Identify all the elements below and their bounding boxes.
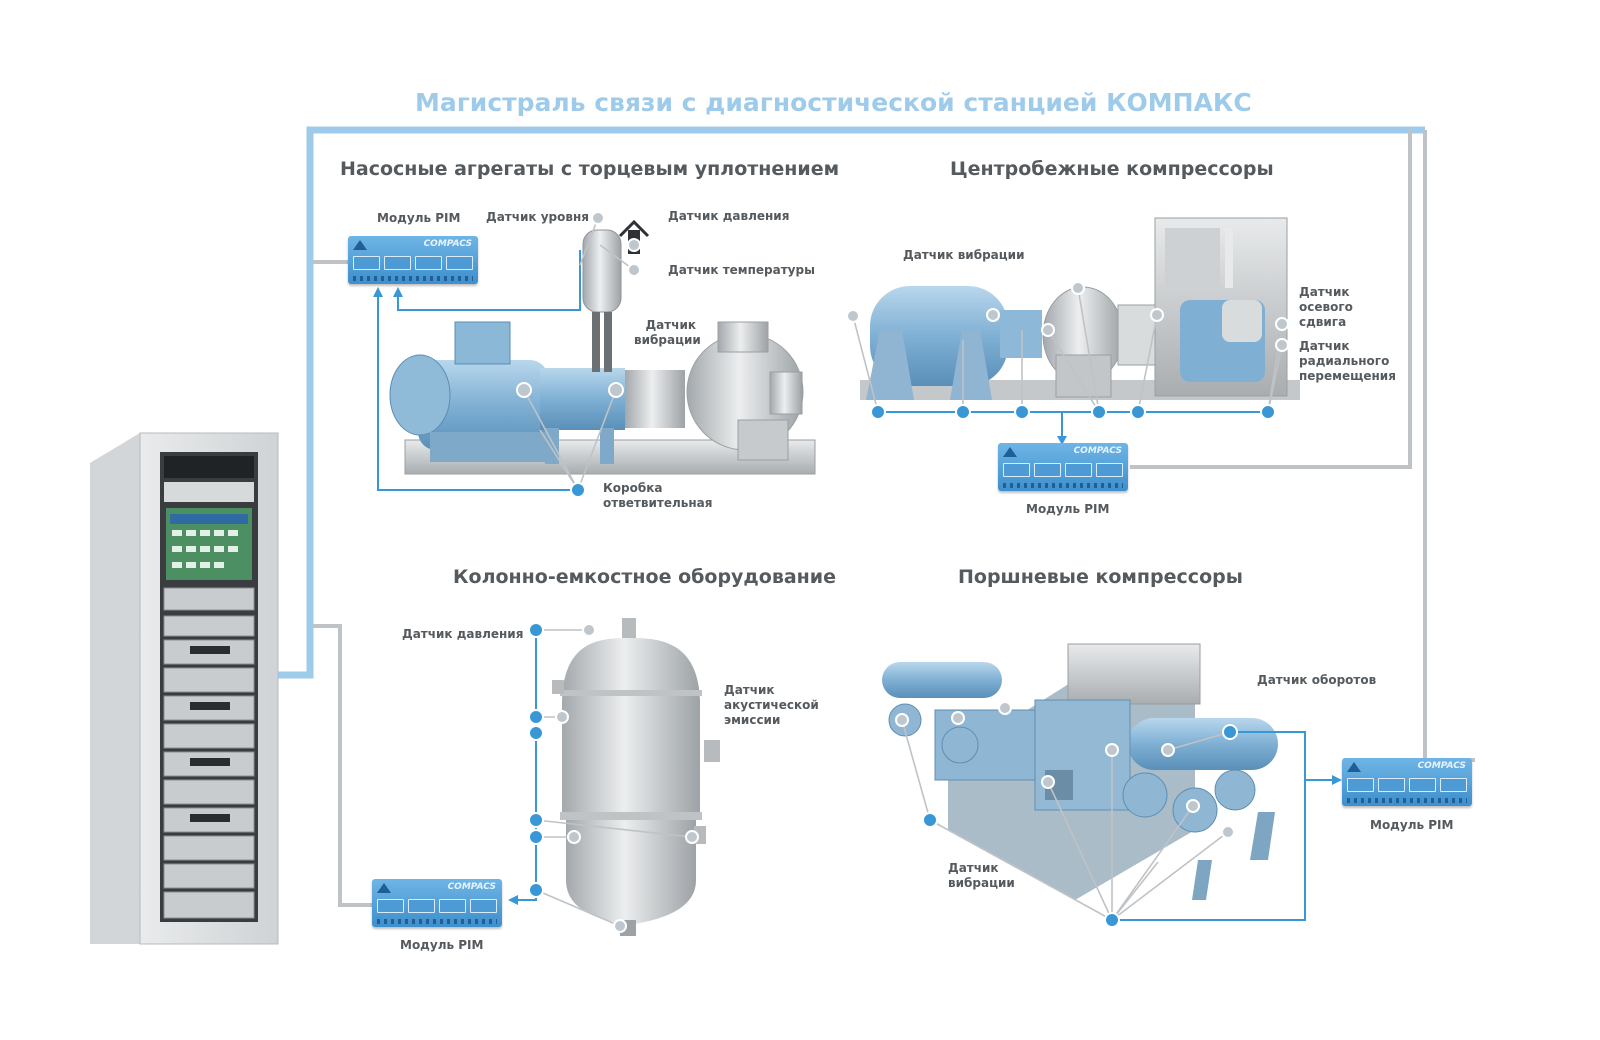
label-pressure-sensor-pumps: Датчик давления [668, 209, 790, 223]
label-speed-sensor: Датчик оборотов [1257, 673, 1377, 687]
compacs-logo-icon [377, 883, 391, 893]
centrifugal-compressor [860, 217, 1300, 400]
diagram-title: Магистраль связи с диагностической станц… [415, 88, 1252, 117]
main-bus-line [278, 126, 1425, 679]
label-vibration-sensor-pumps: Датчик вибрации [634, 318, 701, 347]
sensor-leaders [523, 217, 1283, 927]
label-pim-columns: Модуль PIM [400, 938, 484, 952]
compacs-logo-icon [1347, 762, 1361, 772]
section-title-pumps: Насосные агрегаты с торцевым уплотнением [340, 158, 840, 180]
pim-module-pumps: COMPACS [348, 236, 478, 284]
pim-brand: COMPACS [447, 882, 496, 892]
connector-lines [313, 130, 1475, 907]
pim-brand: COMPACS [1073, 446, 1122, 456]
junction-points [528, 404, 1276, 928]
signal-arrows [373, 287, 1342, 905]
pump-unit [389, 219, 816, 475]
label-junction-box: Коробка ответвительная [603, 481, 713, 510]
label-pressure-sensor-columns: Датчик давления [402, 627, 524, 641]
label-acoustic-emission-sensor: Датчик акустической эмиссии [724, 683, 819, 727]
section-title-piston: Поршневые компрессоры [958, 566, 1243, 588]
label-radial-displacement-sensor: Датчик радиального перемещения [1299, 339, 1396, 383]
label-axial-shift-sensor: Датчик осевого сдвига [1299, 285, 1353, 329]
column-vessel [552, 618, 720, 936]
compacs-server-rack [90, 432, 279, 945]
pim-brand: COMPACS [423, 239, 472, 249]
label-vibration-sensor-centrifugal: Датчик вибрации [903, 248, 1025, 262]
label-pim-piston: Модуль PIM [1370, 818, 1454, 832]
section-title-centrifugal: Центробежные компрессоры [950, 158, 1274, 180]
compacs-logo-icon [1003, 447, 1017, 457]
pim-module-centrifugal: COMPACS [998, 443, 1128, 491]
label-temperature-sensor: Датчик температуры [668, 263, 815, 277]
label-pim-pumps: Модуль PIM [377, 211, 461, 225]
label-pim-centrifugal: Модуль PIM [1026, 502, 1110, 516]
pim-module-columns: COMPACS [372, 879, 502, 927]
piston-compressor [882, 643, 1278, 900]
pim-brand: COMPACS [1417, 761, 1466, 771]
compacs-logo-icon [353, 240, 367, 250]
signal-lines [377, 250, 1335, 921]
label-vibration-sensor-piston: Датчик вибрации [948, 861, 1015, 890]
sensor-points-light [516, 211, 1289, 933]
section-title-columns: Колонно-емкостное оборудование [453, 566, 836, 588]
pim-module-piston: COMPACS [1342, 758, 1472, 806]
label-level-sensor: Датчик уровня [486, 210, 589, 224]
